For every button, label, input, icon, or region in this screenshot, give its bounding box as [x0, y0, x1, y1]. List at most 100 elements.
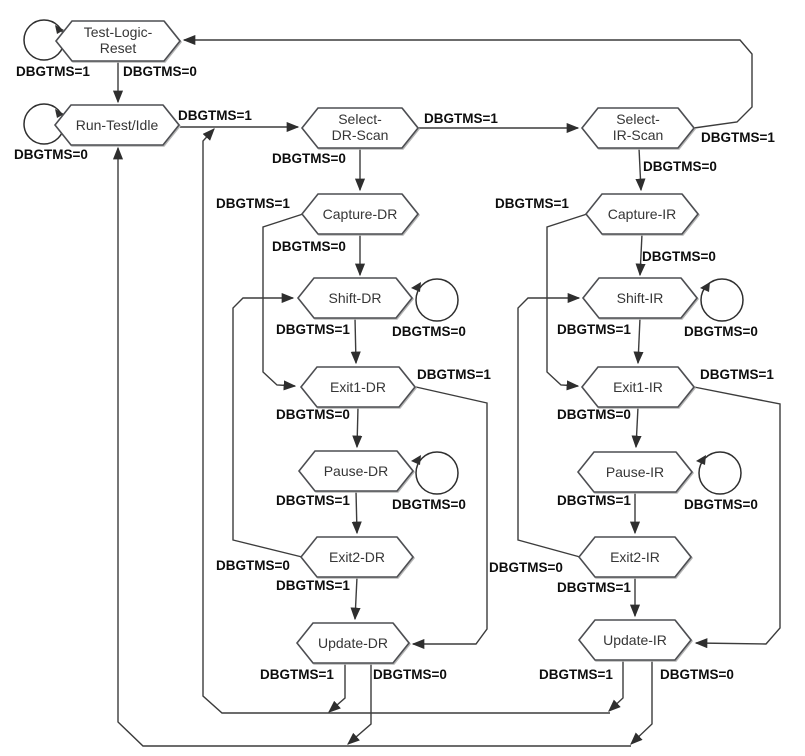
edge-exit2-ir-to-shift-ir [517, 292, 581, 558]
state-shape [577, 619, 693, 661]
state-label: IR-Scan [613, 127, 664, 143]
state-exit1-ir: Exit1-IR [580, 366, 696, 408]
state-label: DR-Scan [332, 127, 389, 143]
transition-labels: DBGTMS=1 DBGTMS=0 DBGTMS=0 DBGTMS=1 DBGT… [14, 64, 775, 682]
state-pause-dr: Pause-DR [297, 450, 415, 492]
state-shape [580, 366, 696, 408]
label-exit2-dr-to-shift-dr: DBGTMS=0 [216, 558, 290, 573]
state-shape [297, 450, 415, 492]
label-shift-ir-to-exit1-ir: DBGTMS=1 [557, 322, 631, 337]
self-loop-arrow-icon [411, 282, 421, 292]
edge-update-ir-tms0-drop [630, 660, 653, 745]
state-label: Pause-IR [606, 464, 664, 480]
edge-shift-ir-to-exit1-ir [633, 317, 644, 365]
state-label: Update-IR [603, 632, 667, 648]
state-exit1-dr: Exit1-DR [299, 366, 417, 408]
self-loop-arrow-icon [696, 455, 706, 465]
self-loop-arrow-icon [700, 282, 710, 292]
edge-update-return-to-select-dr-scan [202, 128, 610, 714]
state-shape [299, 536, 415, 578]
label-pause-ir-to-exit2-ir: DBGTMS=1 [557, 493, 631, 508]
label-select-dr-to-select-ir: DBGTMS=1 [424, 111, 498, 126]
state-label: Shift-DR [329, 290, 382, 306]
state-test-logic-reset: Test-Logic- Reset [54, 20, 182, 62]
label-update-ir-tms1: DBGTMS=1 [539, 667, 613, 682]
edge-pause-dr-to-exit2-dr [351, 490, 362, 535]
label-capture-dr-to-exit1-dr: DBGTMS=1 [216, 196, 290, 211]
state-shape [584, 193, 700, 235]
state-label: Capture-IR [608, 206, 676, 222]
label-shift-dr-to-exit1-dr: DBGTMS=1 [276, 322, 350, 337]
edge-update-ir-tms1-drop [608, 660, 624, 712]
state-label: Shift-IR [617, 290, 664, 306]
state-shape [580, 107, 696, 149]
state-shape [299, 366, 417, 408]
state-shape [296, 277, 414, 319]
label-rti-self: DBGTMS=0 [14, 147, 88, 162]
state-label: Exit1-DR [330, 379, 386, 395]
self-loop-arrow-icon [55, 25, 64, 34]
state-label: Pause-DR [324, 463, 389, 479]
label-update-dr-tms1: DBGTMS=1 [260, 667, 334, 682]
state-shift-ir: Shift-IR [581, 277, 699, 319]
label-shift-ir-self: DBGTMS=0 [684, 324, 758, 339]
label-pause-dr-self: DBGTMS=0 [392, 497, 466, 512]
edge-shift-dr-to-exit1-dr [350, 317, 361, 365]
state-label: Capture-DR [323, 206, 398, 222]
label-update-dr-tms0: DBGTMS=0 [373, 667, 447, 682]
state-shift-dr: Shift-DR [296, 277, 414, 319]
label-update-ir-tms0: DBGTMS=0 [660, 667, 734, 682]
label-tlr-self: DBGTMS=1 [16, 64, 90, 79]
state-shape [577, 536, 693, 578]
label-exit2-ir-to-update-ir: DBGTMS=1 [557, 580, 631, 595]
state-label: Select- [338, 111, 382, 127]
state-label: Run-Test/Idle [76, 117, 159, 133]
self-loop-pause-dr [415, 451, 459, 495]
state-shape [53, 104, 181, 146]
self-loop-shift-dr [415, 278, 459, 322]
label-capture-dr-to-shift-dr: DBGTMS=0 [272, 239, 346, 254]
edge-exit1-dr-to-pause-dr [352, 406, 363, 449]
self-loop-arrow-icon [411, 455, 421, 465]
state-label: Exit1-IR [613, 379, 663, 395]
state-label: Exit2-IR [610, 549, 660, 565]
edge-select-ir-scan-to-capture-ir [635, 147, 646, 192]
state-run-test-idle: Run-Test/Idle [53, 104, 181, 146]
state-label: Reset [100, 40, 137, 56]
transition-edges [112, 34, 781, 747]
state-label: Test-Logic- [84, 24, 153, 40]
self-loops [23, 19, 744, 495]
state-capture-dr: Capture-DR [300, 193, 420, 235]
label-exit2-dr-to-update-dr: DBGTMS=1 [276, 578, 350, 593]
label-exit2-ir-to-shift-ir: DBGTMS=0 [489, 560, 563, 575]
state-nodes: Test-Logic- Reset Run-Test/Idle Select- … [53, 20, 700, 664]
edge-exit1-ir-to-update-ir [693, 386, 781, 649]
edge-exit2-dr-to-update-dr [350, 576, 361, 621]
label-exit1-ir-to-pause-ir: DBGTMS=0 [557, 407, 631, 422]
edge-capture-ir-to-shift-ir [635, 233, 646, 277]
label-exit1-dr-to-update-dr: DBGTMS=1 [417, 367, 491, 382]
state-select-ir-scan: Select- IR-Scan [580, 107, 696, 149]
label-capture-ir-to-shift-ir: DBGTMS=0 [642, 249, 716, 264]
label-shift-dr-self: DBGTMS=0 [392, 324, 466, 339]
label-pause-ir-self: DBGTMS=0 [684, 497, 758, 512]
state-label: Exit2-DR [329, 549, 385, 565]
edge-exit1-ir-to-pause-ir [631, 406, 642, 449]
edge-update-return-to-run-test-idle [112, 146, 631, 747]
state-update-dr: Update-DR [295, 622, 411, 664]
label-select-ir-to-tlr: DBGTMS=1 [701, 130, 775, 145]
label-exit1-dr-to-pause-dr: DBGTMS=0 [276, 407, 350, 422]
state-exit2-ir: Exit2-IR [577, 536, 693, 578]
edge-update-dr-tms1-drop [328, 663, 346, 713]
state-label: Select- [616, 111, 660, 127]
state-shape [295, 622, 411, 664]
state-select-dr-scan: Select- DR-Scan [300, 107, 420, 149]
label-pause-dr-to-exit2-dr: DBGTMS=1 [276, 493, 350, 508]
edge-exit2-dr-to-shift-dr [232, 292, 303, 558]
self-loop-shift-ir [700, 278, 744, 322]
edge-update-dr-tms0-drop [347, 663, 372, 745]
edge-capture-ir-to-exit1-ir [546, 213, 588, 391]
label-exit1-ir-to-update-ir: DBGTMS=1 [700, 367, 774, 382]
state-shape [576, 451, 694, 493]
